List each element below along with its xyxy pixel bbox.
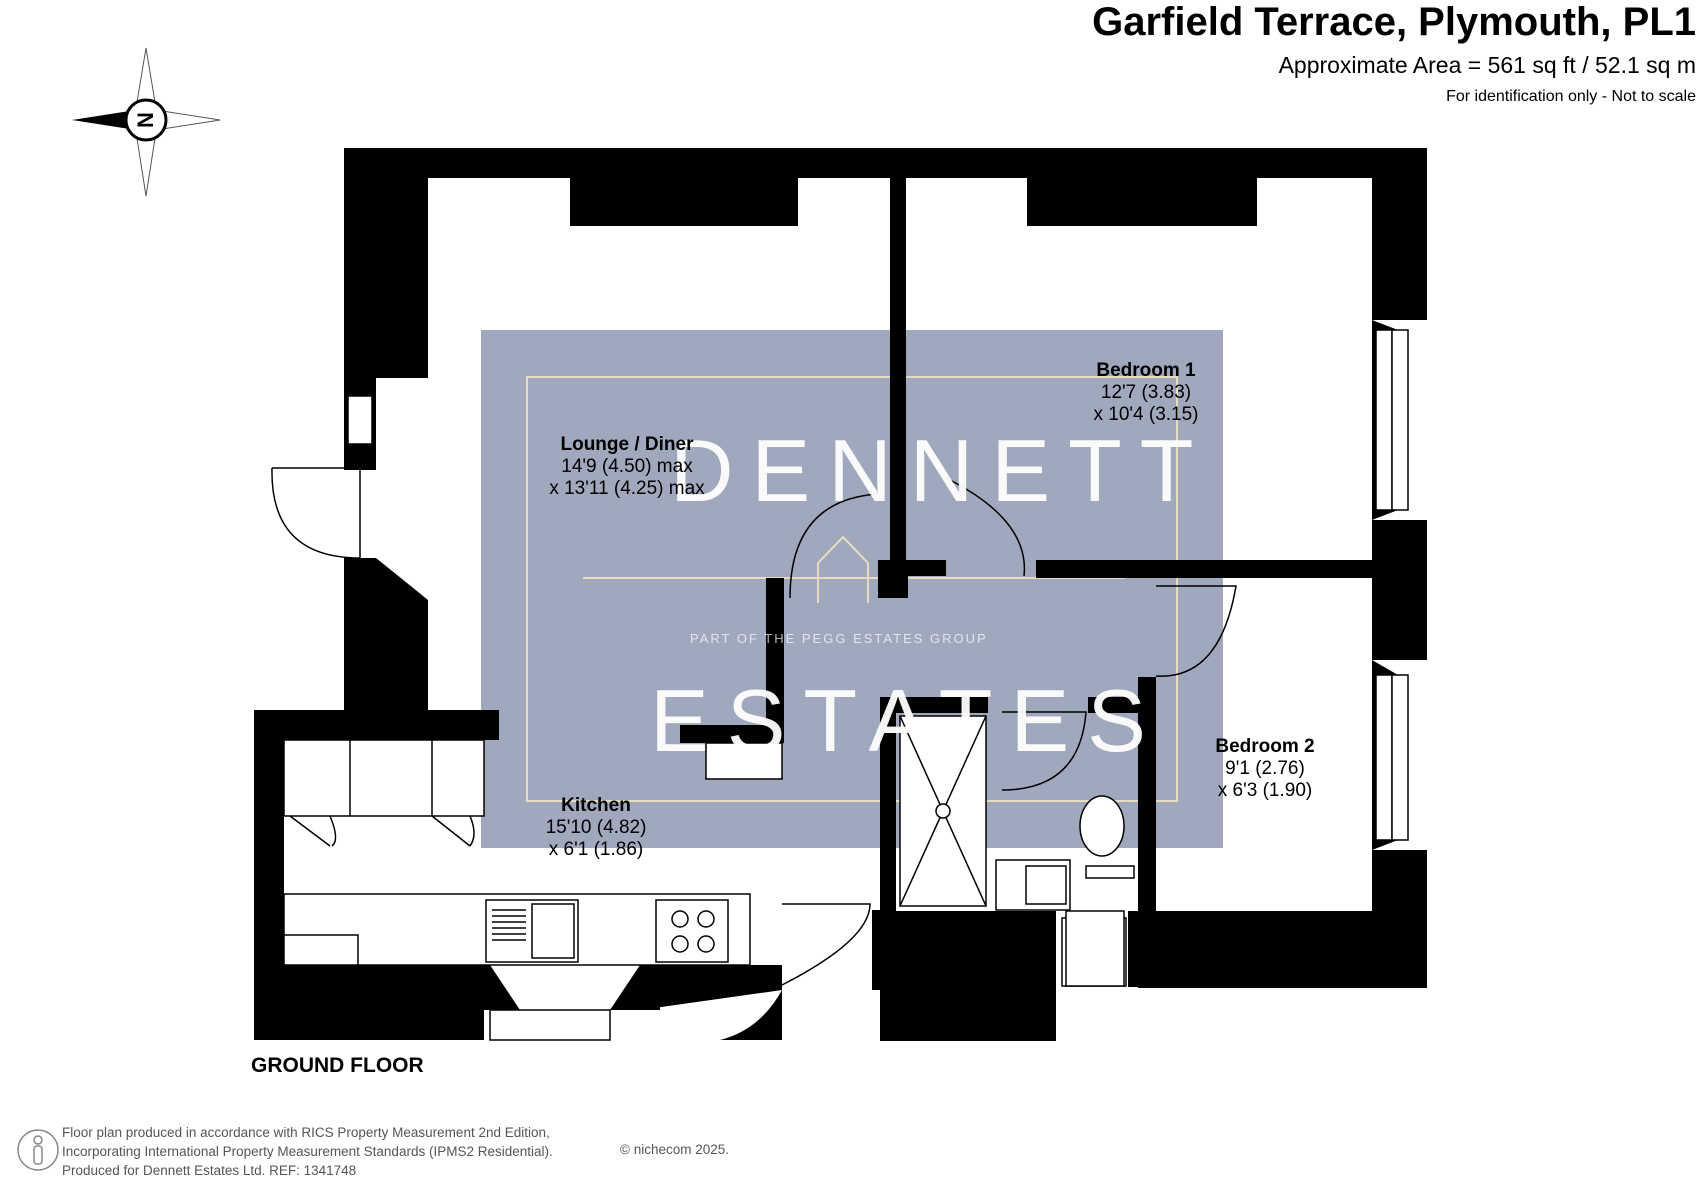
- drainer-lines: [492, 909, 526, 941]
- floor-label: GROUND FLOOR: [251, 1054, 424, 1077]
- room-name: Bedroom 2: [1215, 736, 1315, 757]
- room-label-lounge: Lounge / Diner 14'9 (4.50) max x 13'11 (…: [549, 434, 704, 500]
- room-dim: 12'7 (3.83): [1100, 382, 1192, 403]
- room-dim: x 6'1 (1.86): [548, 839, 644, 860]
- page-title: Garfield Terrace, Plymouth, PL1: [1092, 0, 1696, 44]
- watermark-bottom: ESTATES: [650, 671, 1164, 770]
- compass-label: N: [133, 112, 158, 128]
- room-dim: 14'9 (4.50) max: [561, 456, 693, 477]
- footer-line: Incorporating International Property Mea…: [62, 1144, 553, 1159]
- room-label-kitchen: Kitchen 15'10 (4.82) x 6'1 (1.86): [546, 795, 647, 861]
- compass-icon: [72, 47, 221, 197]
- room-name: Bedroom 1: [1096, 360, 1196, 381]
- footer-line: Floor plan produced in accordance with R…: [62, 1125, 550, 1140]
- room-dim: 15'10 (4.82): [545, 817, 647, 838]
- room-dim: x 10'4 (3.15): [1093, 404, 1199, 425]
- doors: [271, 467, 1237, 986]
- watermark-frame: [526, 376, 1178, 802]
- room-name: Lounge / Diner: [560, 434, 694, 455]
- footer-notes: Floor plan produced in accordance with R…: [62, 1123, 553, 1180]
- watermark-panel: [481, 330, 1223, 848]
- room-dim: x 13'11 (4.25) max: [549, 478, 705, 499]
- room-label-bedroom1: Bedroom 1 12'7 (3.83) x 10'4 (3.15): [1093, 360, 1198, 426]
- room-dim: 9'1 (2.76): [1225, 758, 1305, 779]
- approximate-area: Approximate Area = 561 sq ft / 52.1 sq m: [1278, 52, 1696, 78]
- cupboard: [705, 742, 783, 780]
- identification-note: For identification only - Not to scale: [1446, 88, 1696, 105]
- kitchen-units: [283, 739, 751, 966]
- room-label-bedroom2: Bedroom 2 9'1 (2.76) x 6'3 (1.90): [1215, 736, 1314, 802]
- footer-line: Produced for Dennett Estates Ltd. REF: 1…: [62, 1163, 357, 1178]
- bathroom-fittings: [899, 715, 1135, 987]
- watermark-tagline: PART OF THE PEGG ESTATES GROUP: [690, 631, 988, 646]
- person-icon: [17, 1129, 59, 1171]
- walls: [254, 148, 1427, 1041]
- footer-credit: © nichecom 2025.: [620, 1142, 730, 1157]
- watermark-house-icon: [817, 535, 869, 603]
- watermark-top: DENNETT: [670, 421, 1212, 520]
- room-dim: x 6'3 (1.90): [1217, 780, 1313, 801]
- room-name: Kitchen: [561, 795, 631, 816]
